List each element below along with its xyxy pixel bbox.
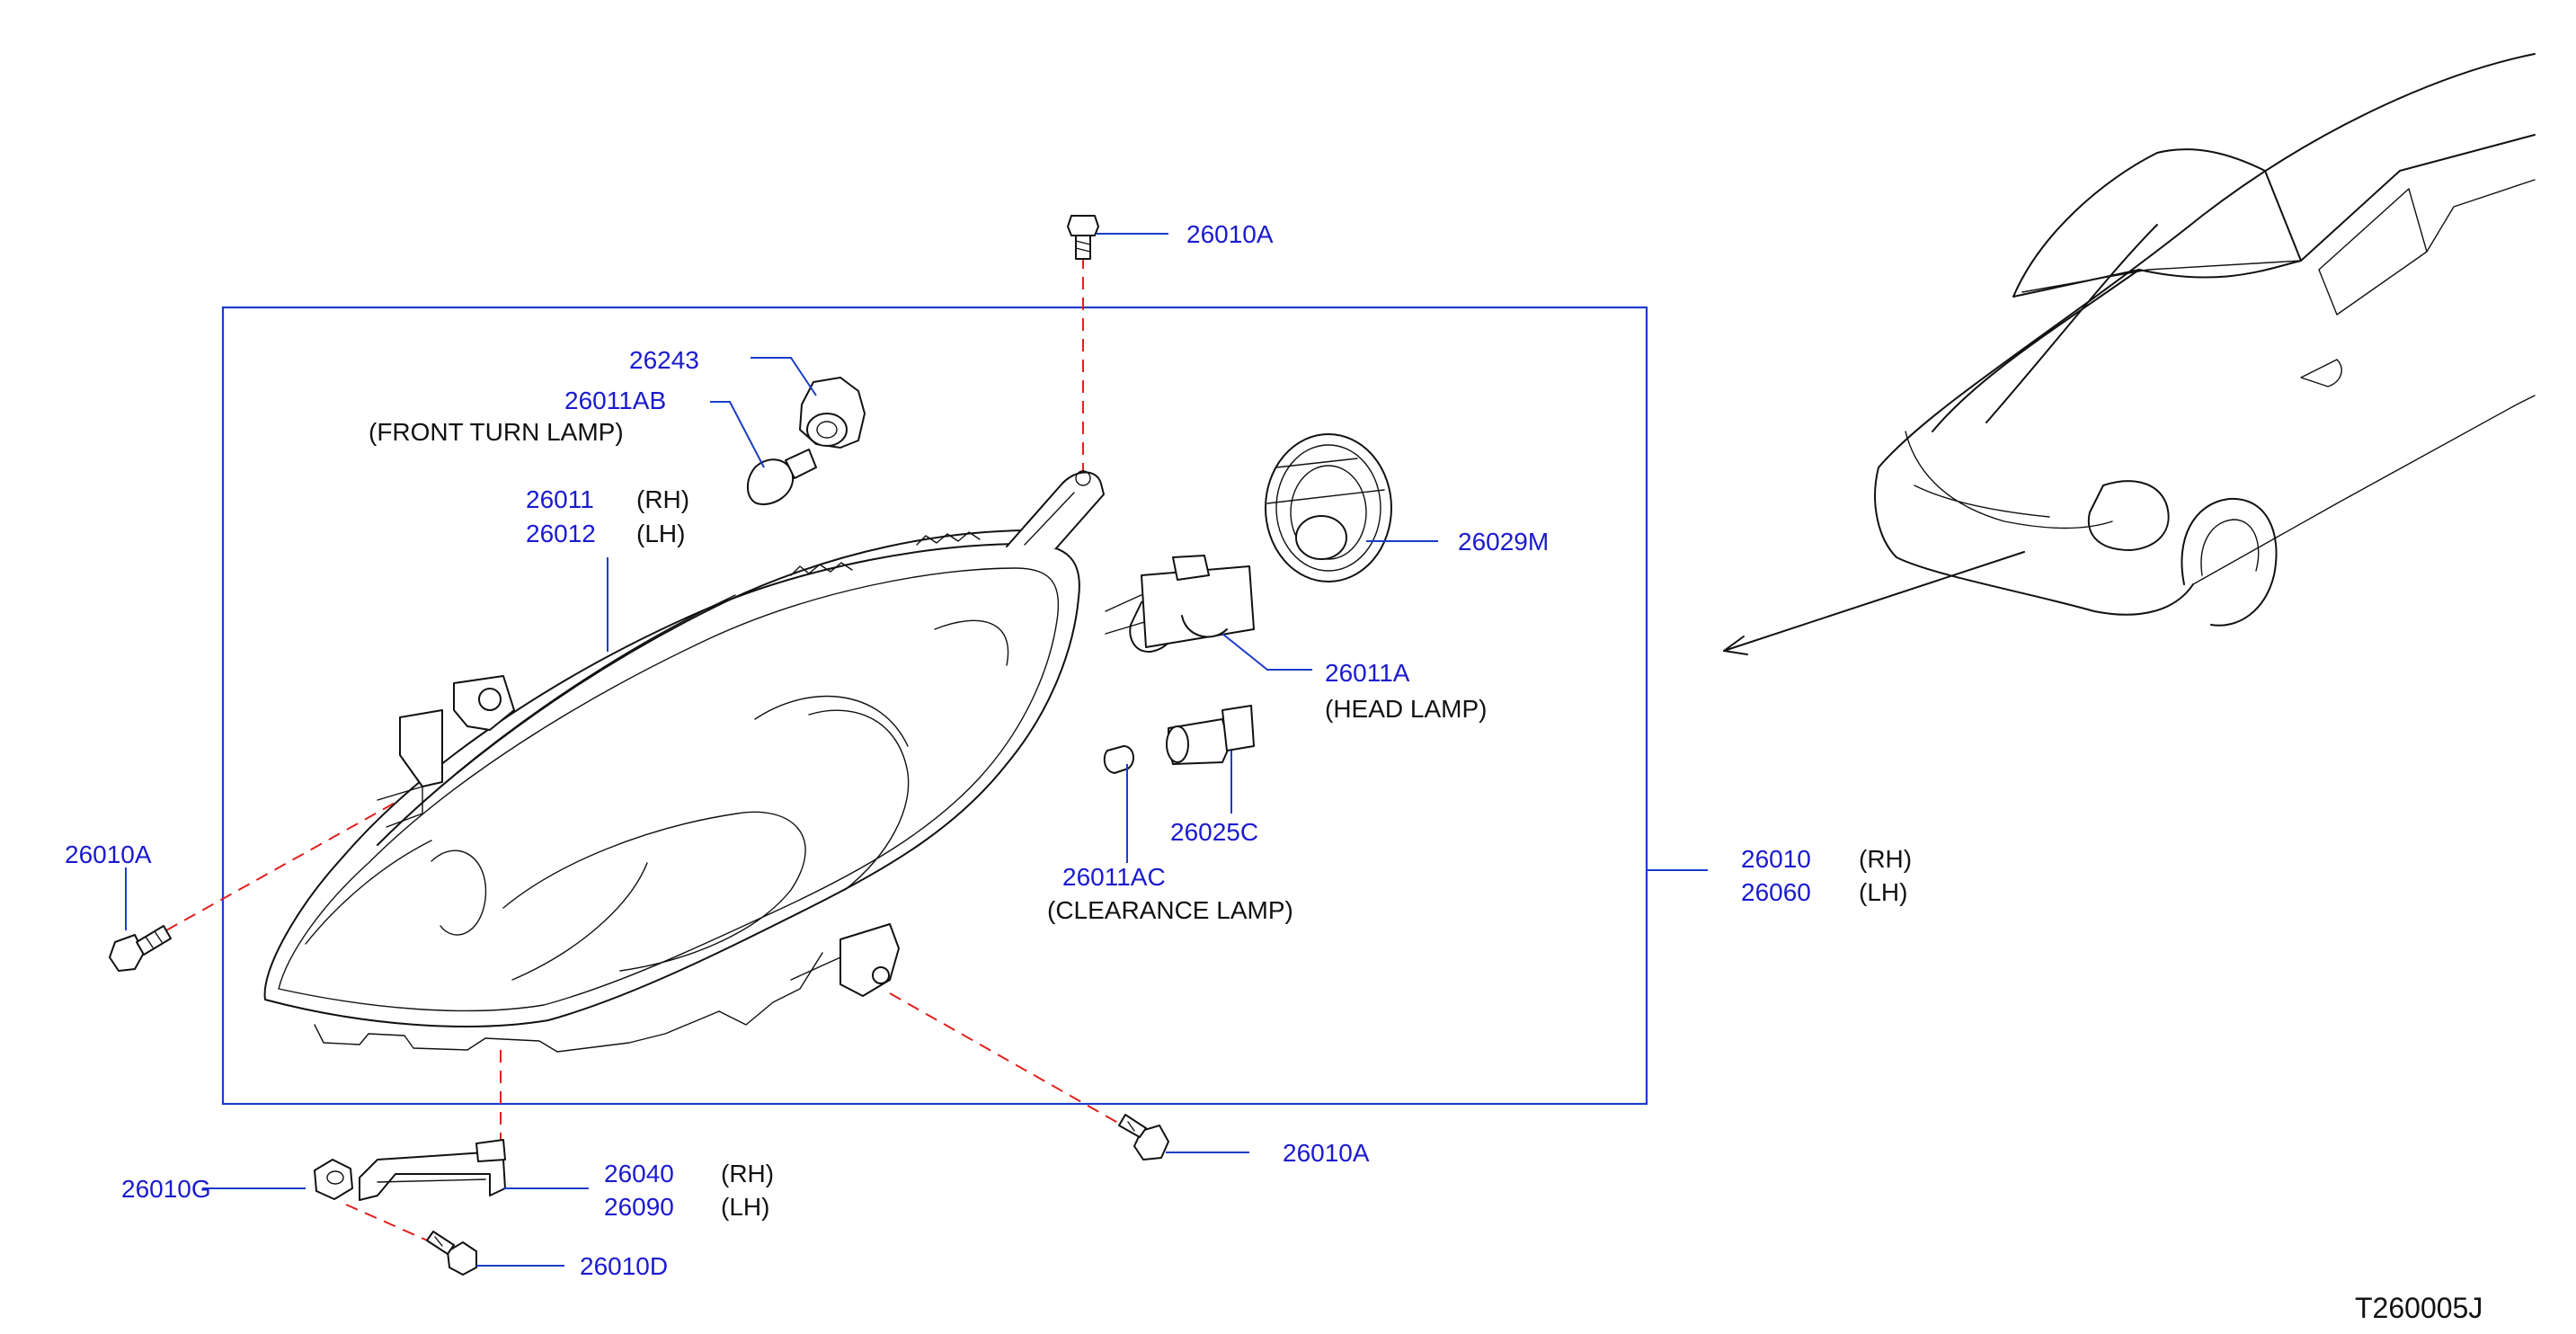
label-bracket-lh-side: (LH) <box>721 1193 769 1221</box>
nut <box>314 1159 353 1200</box>
label-housing-lh-side: (LH) <box>636 520 685 547</box>
bracket-lower <box>359 1139 506 1201</box>
label-assy-rh-side: (RH) <box>1859 845 1912 873</box>
label-bolt-bottom-right: 26010A <box>1283 1139 1370 1167</box>
car-illustration <box>1723 53 2536 655</box>
head-lamp-cap <box>1265 433 1392 583</box>
figure-reference: T260005J <box>2355 1292 2483 1324</box>
bolt-bottom-right <box>1118 1114 1169 1161</box>
label-nut: 26010G <box>121 1175 211 1203</box>
label-bracket-rh-number: 26040 <box>604 1160 674 1187</box>
label-screw: 26010D <box>580 1252 668 1280</box>
label-head-lamp: (HEAD LAMP) <box>1325 695 1487 723</box>
clearance-lamp-socket <box>1166 705 1255 765</box>
label-bolt-left: 26010A <box>65 840 152 868</box>
label-housing-rh-number: 26011 <box>526 485 594 513</box>
turn-lamp-socket <box>799 377 866 449</box>
label-turn-bulb: 26011AB <box>564 387 666 414</box>
label-bolt-top: 26010A <box>1186 220 1274 248</box>
label-clearance-bulb: 26011AC <box>1062 863 1166 891</box>
label-housing-rh-side: (RH) <box>636 485 689 513</box>
bolt-top <box>1067 215 1099 260</box>
label-front-turn-lamp: (FRONT TURN LAMP) <box>369 418 624 446</box>
label-turn-socket: 26243 <box>629 346 699 374</box>
label-clearance-socket: 26025C <box>1170 818 1258 846</box>
label-assy-lh-number: 26060 <box>1741 878 1811 906</box>
label-bracket-rh-side: (RH) <box>721 1160 774 1187</box>
headlamp-housing <box>263 470 1105 1053</box>
label-clearance-lamp: (CLEARANCE LAMP) <box>1047 896 1293 924</box>
label-assy-lh-side: (LH) <box>1859 878 1907 906</box>
label-head-bulb: 26011A <box>1325 659 1410 687</box>
label-assy-rh-number: 26010 <box>1741 845 1811 873</box>
turn-lamp-bulb <box>747 449 817 505</box>
callout-labels: 26010A 26243 26011AB (FRONT TURN LAMP) 2… <box>65 220 2483 1324</box>
bolt-left <box>109 925 172 972</box>
screw-lower <box>426 1231 477 1276</box>
head-lamp-bulb <box>1105 555 1255 654</box>
label-bracket-lh-number: 26090 <box>604 1193 674 1221</box>
label-housing-lh-number: 26012 <box>526 520 596 547</box>
label-cap: 26029M <box>1458 528 1549 556</box>
assembly-boundary-box <box>221 306 1648 1106</box>
leader-lines <box>125 233 1708 1267</box>
clearance-lamp-bulb <box>1103 745 1134 774</box>
